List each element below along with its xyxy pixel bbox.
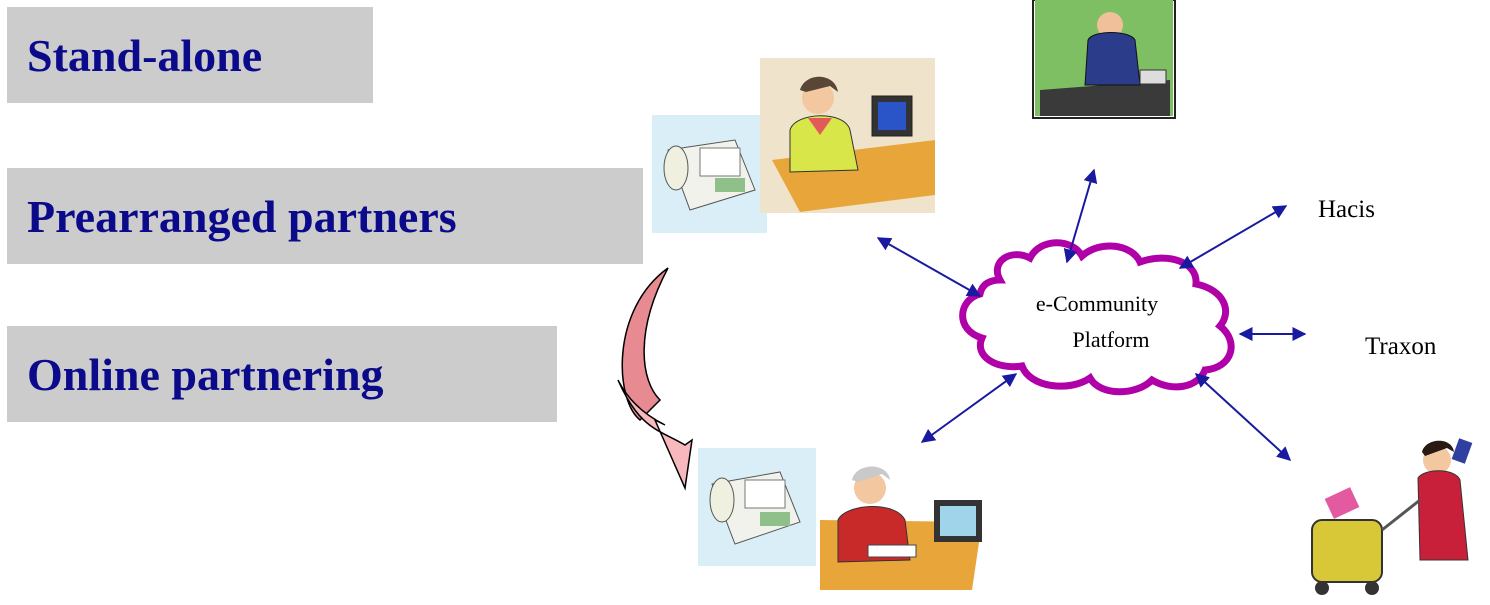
- businessman-desk-icon: [1032, 0, 1176, 119]
- arrow-to-hacis: [1178, 205, 1288, 269]
- platform-line1: e-Community: [1036, 291, 1158, 316]
- platform-line2: Platform: [1073, 327, 1150, 352]
- label-prearranged-partners: Prearranged partners: [7, 168, 643, 264]
- fax-machine-icon: [652, 115, 767, 233]
- node-traxon: Traxon: [1365, 333, 1437, 360]
- arrow-to-office-worker: [876, 237, 982, 297]
- arrow-to-businessman: [1063, 168, 1098, 264]
- traveler-woman-luggage-icon: [1311, 438, 1473, 595]
- node-hacis: Hacis: [1318, 196, 1375, 223]
- fax-machine-icon: [698, 448, 816, 566]
- office-worker-woman-icon: [760, 58, 935, 213]
- label-online-partnering: Online partnering: [7, 326, 557, 422]
- arrow-to-traveler: [1194, 373, 1292, 461]
- arrow-to-reading-worker: [920, 373, 1018, 443]
- label-standalone-text: Stand-alone: [27, 29, 263, 81]
- label-standalone: Stand-alone: [7, 7, 373, 103]
- e-community-platform-cloud: e-Community Platform: [959, 239, 1235, 396]
- transition-arrow-icon: [617, 267, 693, 491]
- label-online-text: Online partnering: [27, 348, 384, 400]
- label-prearranged-text: Prearranged partners: [27, 190, 457, 242]
- reading-worker-icon: [820, 466, 982, 590]
